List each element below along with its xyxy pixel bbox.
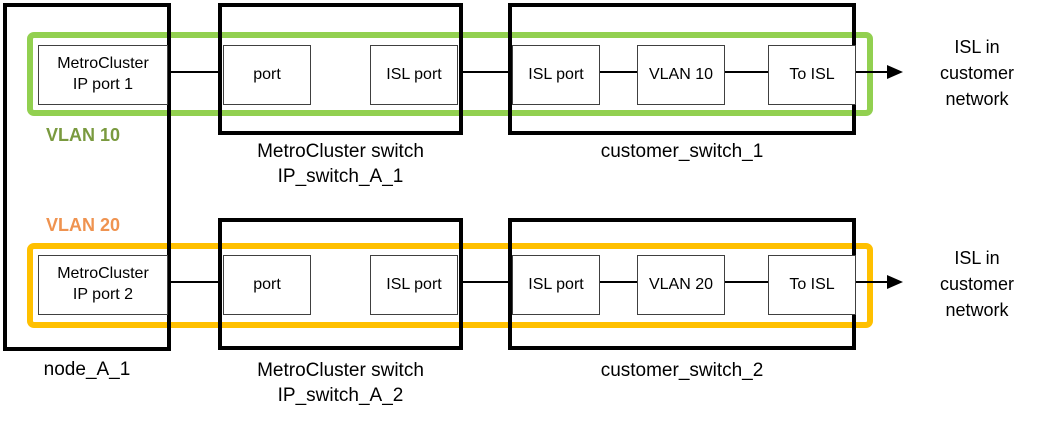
customer-switch-2-to-isl-box: To ISL	[768, 255, 856, 315]
connector-switch2-to-customer2	[463, 281, 508, 283]
connector-vlan10-to-toisl	[725, 71, 768, 73]
vlan10-highlight-rect	[27, 32, 873, 116]
connector-node-to-switch1	[171, 71, 218, 73]
isl-note-1: ISL in customer network	[939, 37, 1015, 109]
customer-switch-2-isl-port-box: ISL port	[512, 255, 600, 315]
ip-switch-a1-label: MetroCluster switch IP_switch_A_1	[257, 141, 424, 187]
ip-switch-a2-port-box: port	[223, 255, 311, 315]
node-a1-label: node_A_1	[43, 359, 131, 380]
customer-switch-1-to-isl-box: To ISL	[768, 45, 856, 105]
customer-switch-1-label: customer_switch_1	[600, 141, 764, 162]
connector-islport-to-vlan10	[600, 71, 637, 73]
isl-arrow-line-2	[856, 281, 889, 283]
arrow-right-icon	[887, 275, 903, 289]
metrocluster-ip-port1-box: MetroCluster IP port 1	[38, 45, 168, 105]
customer-switch-1-isl-port-box: ISL port	[512, 45, 600, 105]
vlan20-label: VLAN 20	[46, 215, 121, 235]
connector-vlan20-to-toisl	[725, 281, 768, 283]
metrocluster-ip-port2-box: MetroCluster IP port 2	[38, 255, 168, 315]
node-a1-box	[3, 3, 171, 351]
connector-islport-to-vlan20	[600, 281, 637, 283]
arrow-right-icon	[887, 65, 903, 79]
vlan20-highlight-rect	[27, 243, 873, 328]
ip-switch-a1-box	[218, 3, 463, 135]
ip-switch-a1-isl-port-box: ISL port	[370, 45, 458, 105]
ip-switch-a2-isl-port-box: ISL port	[370, 255, 458, 315]
customer-switch-2-vlan20-box: VLAN 20	[637, 255, 725, 315]
ip-switch-a2-label: MetroCluster switch IP_switch_A_2	[257, 360, 424, 406]
isl-arrow-line-1	[856, 71, 889, 73]
connector-switch1-to-customer1	[463, 71, 508, 73]
customer-switch-2-label: customer_switch_2	[600, 360, 764, 381]
ip-switch-a1-port-box: port	[223, 45, 311, 105]
ip-switch-a2-box	[218, 218, 463, 350]
isl-note-2: ISL in customer network	[939, 248, 1015, 320]
vlan10-label: VLAN 10	[46, 125, 121, 145]
connector-node-to-switch2	[171, 281, 218, 283]
customer-switch-1-vlan10-box: VLAN 10	[637, 45, 725, 105]
